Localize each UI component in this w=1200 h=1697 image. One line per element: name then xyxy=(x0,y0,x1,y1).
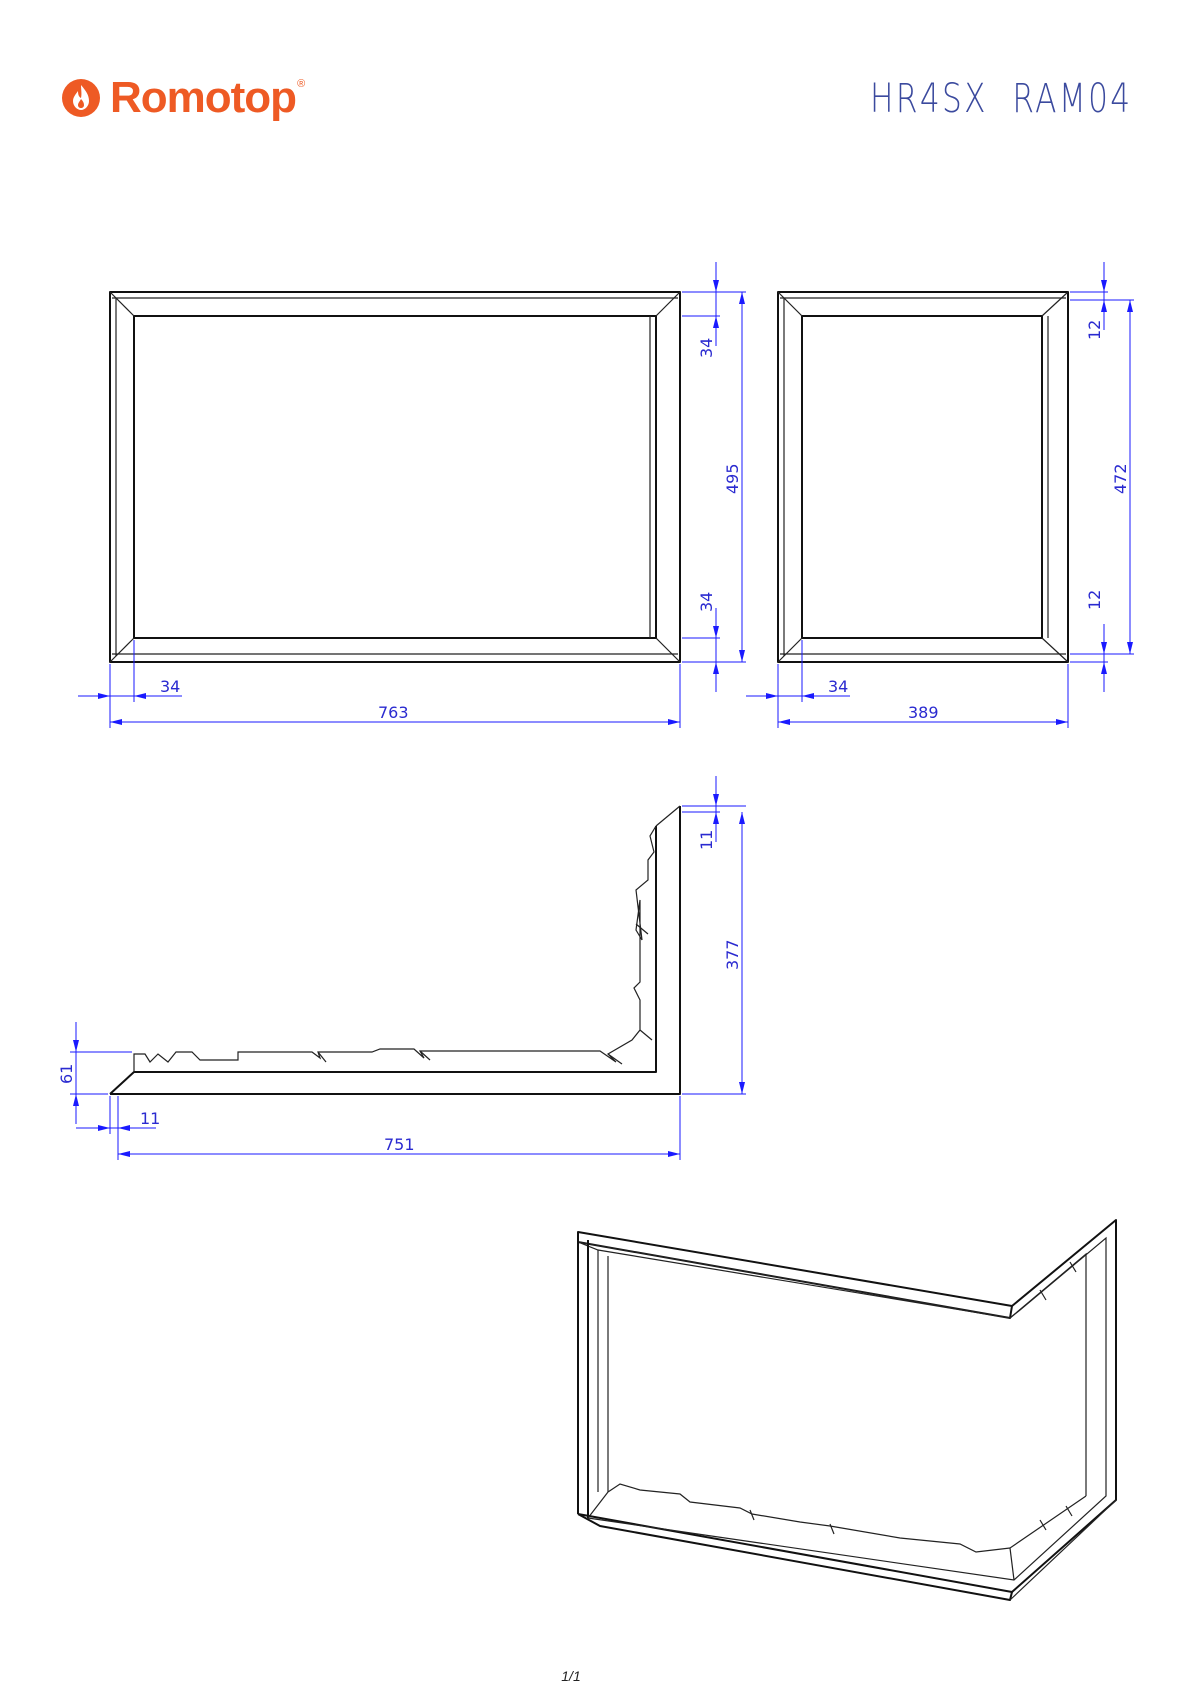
front-bottom-frame-label: 34 xyxy=(697,592,716,612)
brand-name: Romotop xyxy=(110,73,297,122)
front-width-label: 763 xyxy=(378,703,409,722)
side-view-dimensions: 472 12 12 389 34 xyxy=(746,262,1134,728)
side-bottom-offset-label: 12 xyxy=(1085,590,1104,610)
plan-top-offset-label: 11 xyxy=(697,830,716,850)
side-view xyxy=(777,291,1069,663)
drawing-code: HR4SX RAM04 xyxy=(869,76,1132,122)
front-top-frame-label: 34 xyxy=(697,338,716,358)
side-top-offset-label: 12 xyxy=(1085,320,1104,340)
plan-profile-height-label: 61 xyxy=(57,1064,76,1084)
plan-left-offset-label: 11 xyxy=(140,1109,160,1128)
plan-width-label: 751 xyxy=(384,1135,415,1154)
front-left-frame-label: 34 xyxy=(160,677,180,696)
brand-logo: Romotop ® xyxy=(60,72,305,124)
page-number: 1/1 xyxy=(561,1668,581,1684)
side-height-label: 472 xyxy=(1111,463,1130,494)
side-width-label: 389 xyxy=(908,703,939,722)
front-view xyxy=(109,291,681,663)
plan-view-dimensions: 377 11 751 11 61 xyxy=(57,776,746,1160)
registered-mark: ® xyxy=(297,78,306,90)
flame-logo-icon xyxy=(62,79,100,117)
plan-depth-label: 377 xyxy=(723,939,742,970)
plan-view xyxy=(109,805,681,1095)
front-view-dimensions: 495 34 34 763 34 xyxy=(78,262,746,728)
side-left-frame-label: 34 xyxy=(828,677,848,696)
front-height-label: 495 xyxy=(723,463,742,494)
isometric-view xyxy=(577,1219,1117,1601)
